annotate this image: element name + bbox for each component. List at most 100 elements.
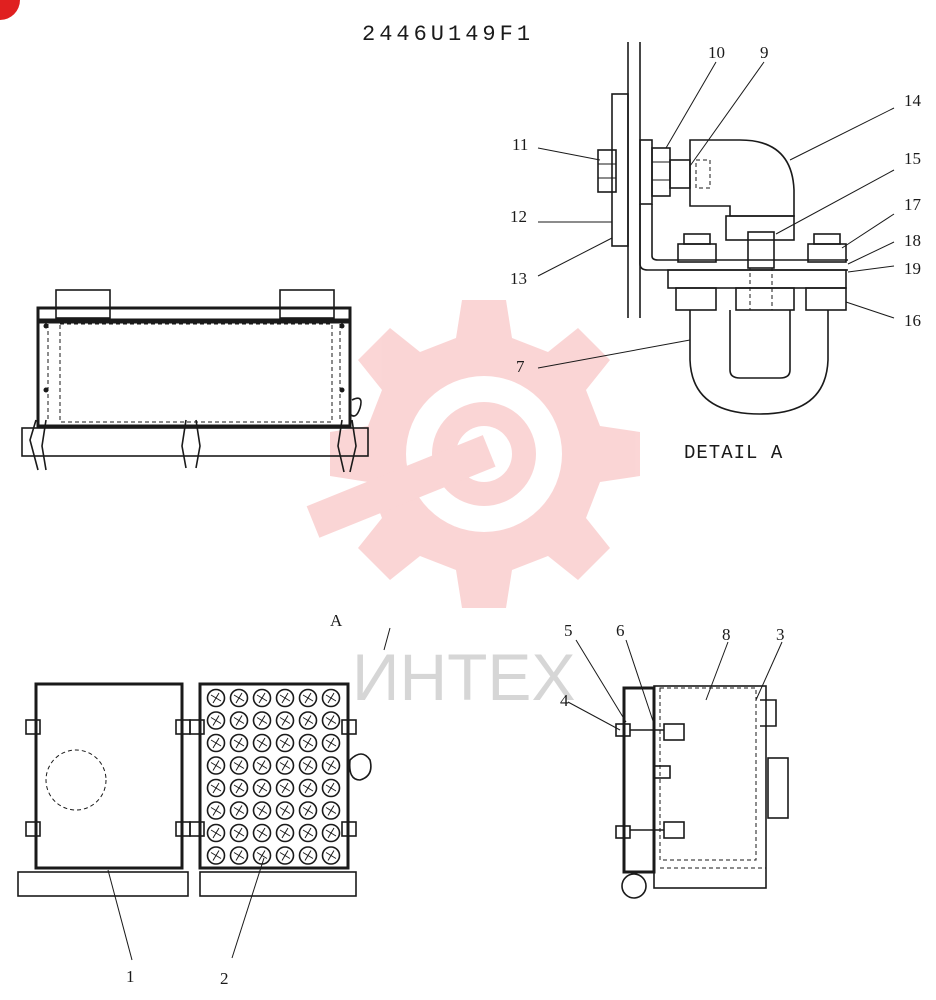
louver-vent-blades (279, 737, 291, 749)
louver-vent (275, 778, 295, 798)
callout-3: 3 (776, 625, 785, 644)
view-marker-a: A (330, 611, 343, 630)
louver-vent-blades (302, 692, 314, 704)
louver-vent (321, 733, 341, 753)
louver-vent (321, 688, 341, 708)
louver-vent-blades (302, 782, 314, 794)
callout-14: 14 (904, 91, 922, 110)
louver-vent-blades (302, 827, 314, 839)
louver-vent (275, 756, 295, 775)
callout-12: 12 (510, 207, 527, 226)
louver-vent (275, 823, 295, 843)
louver-vent-blades (210, 827, 222, 839)
louver-vent (275, 688, 295, 708)
louver-vent-blades (210, 782, 222, 794)
louver-vent-blades (325, 850, 337, 861)
louver-vent (206, 801, 226, 820)
louver-vent-blades (210, 737, 222, 749)
louver-vent-blades (279, 805, 291, 816)
louver-grid (206, 688, 341, 865)
louver-vent-blades (325, 692, 337, 704)
louver-vent (252, 801, 272, 820)
bottom-left-view (17, 627, 391, 897)
callout-4: 4 (560, 691, 569, 710)
louver-vent-blades (302, 805, 314, 816)
louver-vent-blades (210, 692, 222, 704)
detail-a-leaders (537, 61, 895, 369)
louver-vent (252, 733, 272, 753)
louver-vent-blades (256, 737, 268, 749)
louver-vent-blades (233, 737, 245, 749)
louver-vent (252, 778, 272, 798)
callout-8: 8 (722, 625, 731, 644)
louver-vent-blades (279, 692, 291, 704)
louver-vent (275, 846, 295, 865)
drawing-number: 2446U149F1 (362, 22, 534, 47)
louver-vent-blades (233, 782, 245, 794)
louver-vent-blades (302, 760, 314, 771)
louver-vent-blades (302, 850, 314, 861)
callout-16: 16 (904, 311, 921, 330)
louver-vent-blades (256, 782, 268, 794)
detail-a (597, 42, 848, 415)
louver-vent (321, 711, 341, 730)
louver-vent (206, 823, 226, 843)
louver-vent (298, 846, 318, 865)
callout-2: 2 (220, 969, 229, 988)
louver-vent-blades (233, 827, 245, 839)
louver-vent-blades (233, 850, 245, 861)
louver-vent-blades (325, 737, 337, 749)
louver-vent (275, 711, 295, 730)
louver-vent (252, 756, 272, 775)
louver-vent (275, 801, 295, 820)
louver-vent-blades (256, 692, 268, 704)
louver-vent (229, 688, 249, 708)
louver-vent-blades (233, 805, 245, 816)
louver-vent-blades (256, 850, 268, 861)
louver-vent (206, 846, 226, 865)
top-view (21, 289, 369, 473)
louver-vent-blades (256, 805, 268, 816)
louver-vent (229, 711, 249, 730)
louver-vent (321, 801, 341, 820)
louver-vent (321, 823, 341, 843)
louver-vent-blades (256, 827, 268, 839)
louver-vent-blades (233, 715, 245, 726)
louver-vent (321, 756, 341, 775)
louver-vent (252, 823, 272, 843)
louver-vent (229, 823, 249, 843)
louver-vent (206, 711, 226, 730)
louver-vent-blades (233, 760, 245, 771)
louver-vent-blades (256, 760, 268, 771)
louver-vent (206, 733, 226, 753)
louver-vent-blades (279, 715, 291, 726)
louver-vent (298, 778, 318, 798)
louver-vent-blades (325, 760, 337, 771)
louver-vent (229, 778, 249, 798)
louver-vent (298, 823, 318, 843)
louver-vent-blades (210, 760, 222, 771)
louver-vent (206, 756, 226, 775)
louver-vent-blades (325, 805, 337, 816)
detail-a-label: DETAIL A (684, 442, 783, 464)
callout-7: 7 (516, 357, 525, 376)
callout-13: 13 (510, 269, 527, 288)
leader-2 (231, 857, 265, 959)
louver-vent (206, 688, 226, 708)
callout-18: 18 (904, 231, 921, 250)
louver-vent-blades (279, 782, 291, 794)
louver-vent-blades (325, 827, 337, 839)
louver-vent-blades (279, 827, 291, 839)
louver-vent-blades (325, 715, 337, 726)
louver-vent (298, 733, 318, 753)
callout-11: 11 (512, 135, 528, 154)
leader-1 (107, 869, 133, 961)
callout-6: 6 (616, 621, 625, 640)
side-view-leaders (567, 639, 783, 731)
louver-vent (298, 688, 318, 708)
callout-9: 9 (760, 43, 769, 62)
louver-vent (321, 778, 341, 798)
callout-10: 10 (708, 43, 725, 62)
callout-19: 19 (904, 259, 921, 278)
watermark-logo (306, 300, 640, 608)
